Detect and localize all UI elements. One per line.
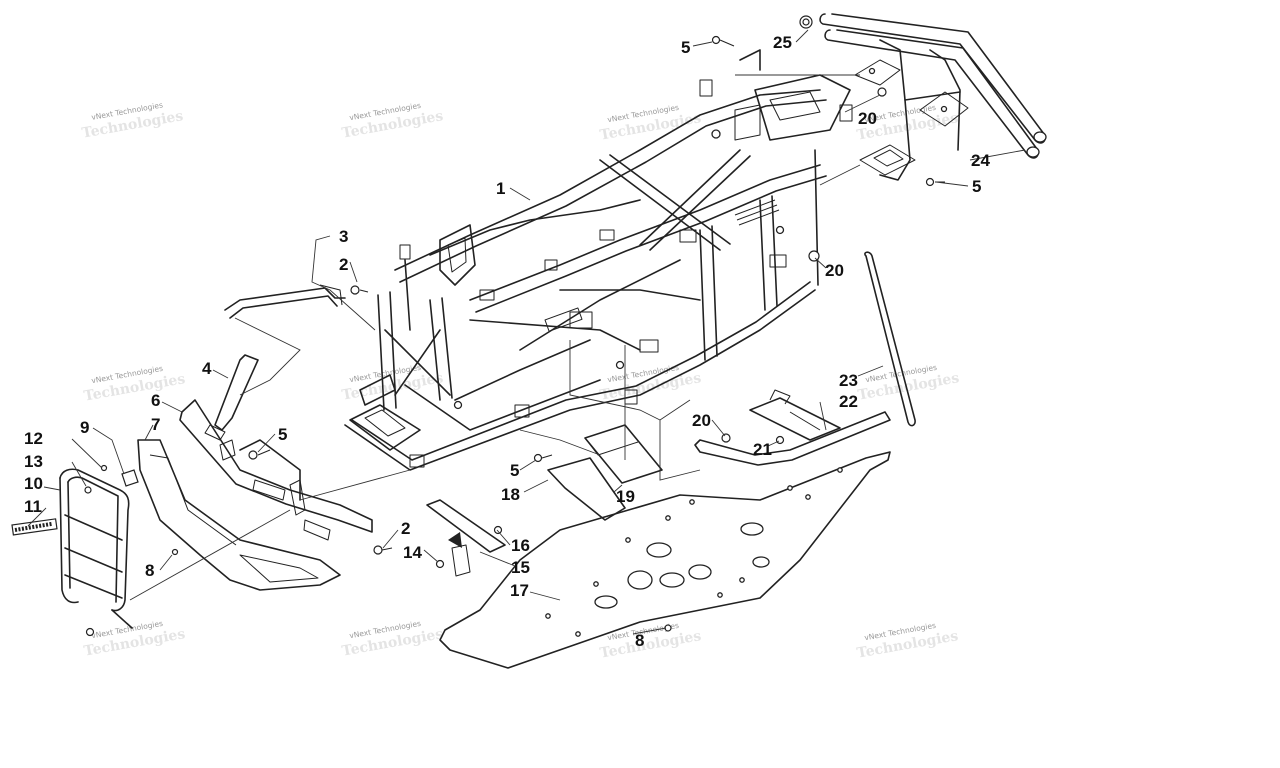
callout-20: 20 bbox=[825, 261, 844, 280]
watermark: Technologies vNext Technologies bbox=[81, 100, 185, 141]
cable-part-23 bbox=[864, 251, 916, 427]
front-panel-part-7 bbox=[137, 439, 341, 591]
skid-plate-part-17 bbox=[439, 451, 891, 669]
callout-labels: 1 2 2 3 4 5 5 5 5 6 7 8 8 9 10 11 12 13 … bbox=[24, 33, 990, 650]
callout-15: 15 bbox=[511, 558, 530, 577]
watermark: Technologies vNext Technologies bbox=[856, 621, 960, 662]
callout-17: 17 bbox=[510, 581, 529, 600]
brush-guard-part-10 bbox=[59, 468, 133, 629]
leader-lines bbox=[27, 29, 1026, 635]
callout-10: 10 bbox=[24, 474, 43, 493]
callout-19: 19 bbox=[616, 487, 635, 506]
front-bracket-part-3 bbox=[224, 284, 346, 319]
callout-25: 25 bbox=[773, 33, 792, 52]
watermark: Technologies vNext Technologies bbox=[83, 364, 187, 405]
callout-2: 2 bbox=[401, 519, 410, 538]
callout-24: 24 bbox=[971, 151, 990, 170]
bracket-part-15 bbox=[426, 499, 506, 577]
callout-5: 5 bbox=[278, 425, 287, 444]
callout-12: 12 bbox=[24, 429, 43, 448]
callout-23: 23 bbox=[839, 371, 858, 390]
callout-8: 8 bbox=[145, 561, 154, 580]
callout-11: 11 bbox=[24, 497, 42, 516]
callout-21: 21 bbox=[753, 440, 772, 459]
decal-part-11 bbox=[11, 518, 58, 536]
callout-7: 7 bbox=[151, 415, 160, 434]
callout-1: 1 bbox=[496, 179, 505, 198]
callout-5: 5 bbox=[510, 461, 519, 480]
watermark: Technologies vNext Technologies bbox=[341, 619, 445, 660]
plug-part-9 bbox=[121, 469, 139, 487]
watermark: Technologies vNext Technologies bbox=[857, 363, 961, 404]
callout-5: 5 bbox=[972, 177, 981, 196]
hardware bbox=[84, 15, 945, 637]
callout-13: 13 bbox=[24, 452, 43, 471]
hitch-bracket-part-22 bbox=[694, 389, 891, 466]
callout-14: 14 bbox=[403, 543, 422, 562]
front-bumper-part-6 bbox=[179, 399, 373, 541]
callout-8: 8 bbox=[635, 631, 644, 650]
watermark: Technologies vNext Technologies bbox=[599, 621, 703, 662]
watermark: Technologies vNext Technologies bbox=[83, 619, 187, 660]
pad-part-18 bbox=[547, 457, 626, 521]
watermarks: Technologies vNext Technologies Technolo… bbox=[81, 100, 961, 662]
callout-6: 6 bbox=[151, 391, 160, 410]
callout-4: 4 bbox=[202, 359, 212, 378]
callout-5: 5 bbox=[681, 38, 690, 57]
callout-9: 9 bbox=[80, 418, 89, 437]
callout-20: 20 bbox=[692, 411, 711, 430]
watermark: Technologies vNext Technologies bbox=[341, 101, 445, 142]
rear-bumper-part-24 bbox=[819, 13, 1047, 181]
callout-22: 22 bbox=[839, 392, 858, 411]
callout-18: 18 bbox=[501, 485, 520, 504]
callout-3: 3 bbox=[339, 227, 348, 246]
callout-16: 16 bbox=[511, 536, 530, 555]
callout-20: 20 bbox=[858, 109, 877, 128]
watermark: Technologies vNext Technologies bbox=[599, 363, 703, 404]
callout-2: 2 bbox=[339, 255, 348, 274]
